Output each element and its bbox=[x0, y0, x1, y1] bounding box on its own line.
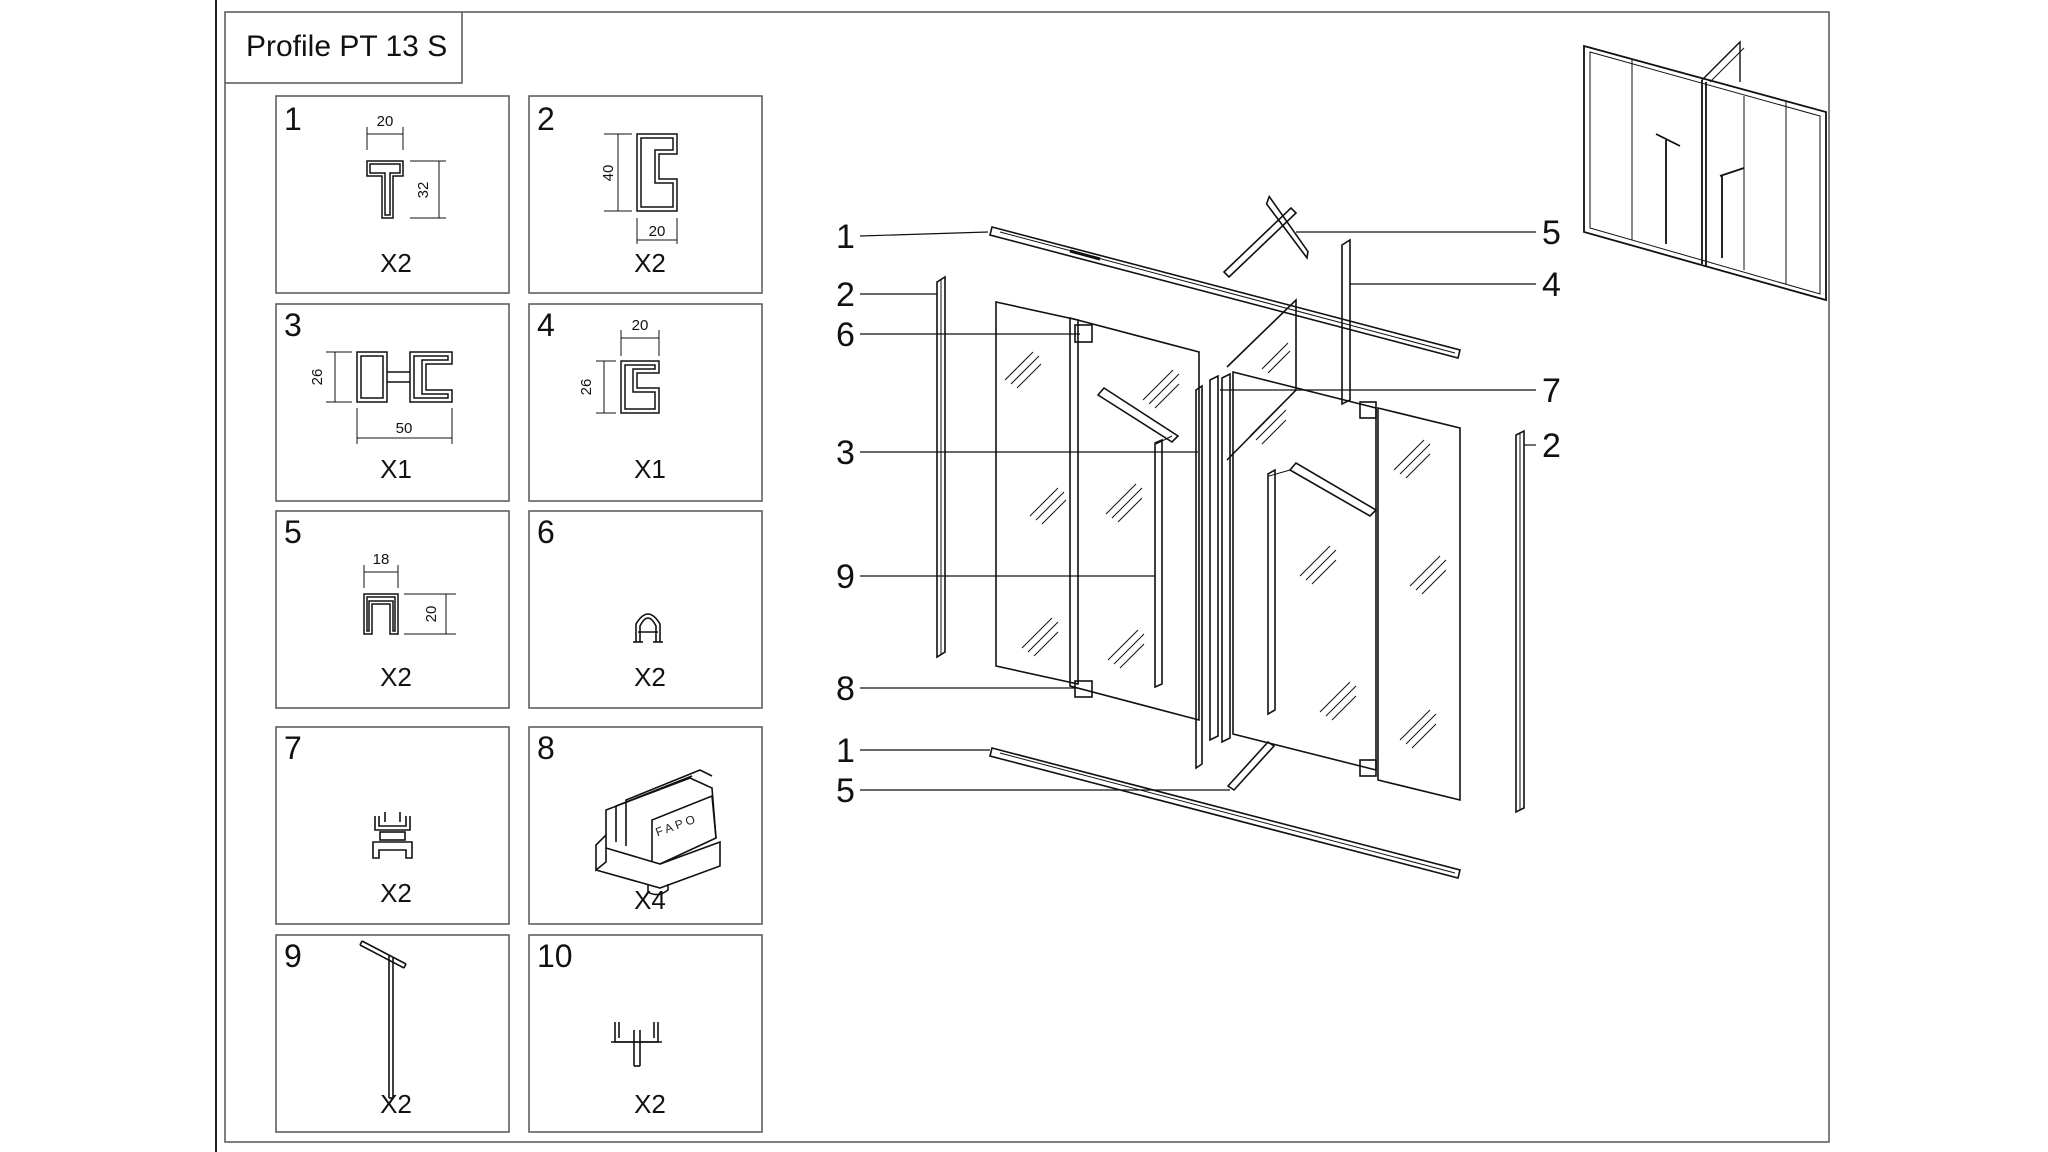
part-number: 3 bbox=[284, 307, 302, 343]
upper-clamp-right bbox=[1359, 401, 1377, 419]
callout-number: 2 bbox=[1542, 427, 1561, 465]
dimension-label: 32 bbox=[415, 182, 432, 199]
part-cell-9 bbox=[275, 934, 510, 1133]
dimension-label: 26 bbox=[309, 369, 326, 386]
bottom-rail bbox=[989, 747, 1461, 879]
lower-clamp-right bbox=[1359, 759, 1377, 777]
part-number: 8 bbox=[537, 730, 555, 766]
top-guide-profile bbox=[1222, 206, 1298, 279]
part-quantity: X2 bbox=[380, 1089, 412, 1119]
part-cell-1 bbox=[275, 95, 510, 294]
drawing-frame bbox=[224, 11, 1830, 1143]
exploded-assembly bbox=[936, 194, 1525, 879]
part-quantity: X2 bbox=[634, 1089, 666, 1119]
part-cell-2 bbox=[528, 95, 763, 294]
part-number: 4 bbox=[537, 307, 555, 343]
profile-1-section bbox=[366, 127, 446, 219]
part-quantity: X2 bbox=[380, 248, 412, 278]
callout-leaders bbox=[859, 231, 1536, 791]
callout-number: 3 bbox=[836, 434, 855, 472]
back-glass bbox=[1226, 298, 1297, 461]
assembled-view bbox=[1583, 40, 1827, 302]
dimension-label: 50 bbox=[396, 420, 413, 437]
part-number: 5 bbox=[284, 514, 302, 550]
part-number: 2 bbox=[537, 101, 555, 137]
center-profile bbox=[1195, 384, 1203, 770]
part-cell-10 bbox=[528, 934, 763, 1133]
left-wall-profile bbox=[936, 275, 946, 659]
glass-reflection bbox=[1105, 369, 1180, 669]
dimension-label: 20 bbox=[632, 317, 649, 334]
part-quantity: X1 bbox=[380, 454, 412, 484]
profile-2-section bbox=[604, 133, 678, 244]
part-quantity: X2 bbox=[380, 662, 412, 692]
part-quantity: X1 bbox=[634, 454, 666, 484]
top-rail bbox=[989, 226, 1461, 359]
left-handle bbox=[1096, 386, 1180, 444]
callout-number: 6 bbox=[836, 316, 855, 354]
glass-clamp-8-drawing bbox=[595, 769, 721, 896]
top-guide bbox=[1265, 194, 1309, 260]
glass-reflection bbox=[1249, 405, 1357, 721]
part-quantity: X2 bbox=[634, 248, 666, 278]
callout-number: 1 bbox=[836, 732, 855, 770]
title-box: Profile PT 13 S bbox=[225, 12, 463, 84]
part-number: 6 bbox=[537, 514, 555, 550]
dimension-label: 18 bbox=[373, 551, 390, 568]
profile-5-section bbox=[363, 565, 456, 635]
glass-reflection bbox=[1004, 351, 1067, 657]
glass-reflection bbox=[1261, 342, 1291, 374]
part-quantity: X4 bbox=[634, 885, 666, 915]
parts-table: 1 2 3 4 5 6 7 8 9 10 X2 X2 X1 X1 X2 X2 X… bbox=[275, 95, 763, 1133]
clamp-brand-text: FAPO bbox=[654, 811, 700, 839]
callout-number: 5 bbox=[1542, 214, 1561, 252]
part-cell-3 bbox=[275, 303, 510, 502]
connector-7-drawing bbox=[372, 812, 413, 859]
right-fixed-glass bbox=[1377, 406, 1461, 802]
right-wall-profile bbox=[1515, 429, 1525, 814]
bottom-guide bbox=[1226, 740, 1276, 792]
dimension-label: 26 bbox=[578, 379, 595, 396]
part-cell-8 bbox=[528, 726, 763, 925]
part-number: 7 bbox=[284, 730, 302, 766]
callout-number: 9 bbox=[836, 558, 855, 596]
profile-3-section bbox=[326, 351, 453, 444]
callout-number: 7 bbox=[1542, 372, 1561, 410]
callout-number: 5 bbox=[836, 772, 855, 810]
callout-number: 2 bbox=[836, 276, 855, 314]
part-number: 10 bbox=[537, 938, 573, 974]
handle-9-drawing bbox=[359, 940, 407, 1099]
callout-number: 1 bbox=[836, 218, 855, 256]
profile-10-drawing bbox=[611, 1022, 662, 1067]
dimension-label: 20 bbox=[377, 113, 394, 130]
part-cell-4 bbox=[528, 303, 763, 502]
part-cell-7 bbox=[275, 726, 510, 925]
callout-number: 4 bbox=[1542, 266, 1561, 304]
left-fixed-glass bbox=[995, 301, 1079, 685]
part-number: 9 bbox=[284, 938, 302, 974]
part-quantity: X2 bbox=[634, 662, 666, 692]
left-door-glass bbox=[1069, 316, 1200, 722]
glass-reflection bbox=[1393, 439, 1447, 749]
dimension-label: 20 bbox=[423, 606, 440, 623]
part-number: 1 bbox=[284, 101, 302, 137]
part-quantity: X2 bbox=[380, 878, 412, 908]
callout-number: 8 bbox=[836, 670, 855, 708]
right-handle bbox=[1288, 461, 1378, 517]
vertical-profile-4 bbox=[1341, 238, 1351, 406]
dimension-label: 20 bbox=[649, 223, 666, 240]
title-text: Profile PT 13 S bbox=[246, 30, 447, 63]
part-cell-5 bbox=[275, 510, 510, 709]
gasket-6-drawing bbox=[633, 613, 663, 643]
profile-4-section bbox=[596, 330, 660, 414]
part-cell-6 bbox=[528, 510, 763, 709]
dimension-label: 40 bbox=[600, 165, 617, 182]
lower-clamp bbox=[1074, 680, 1093, 698]
